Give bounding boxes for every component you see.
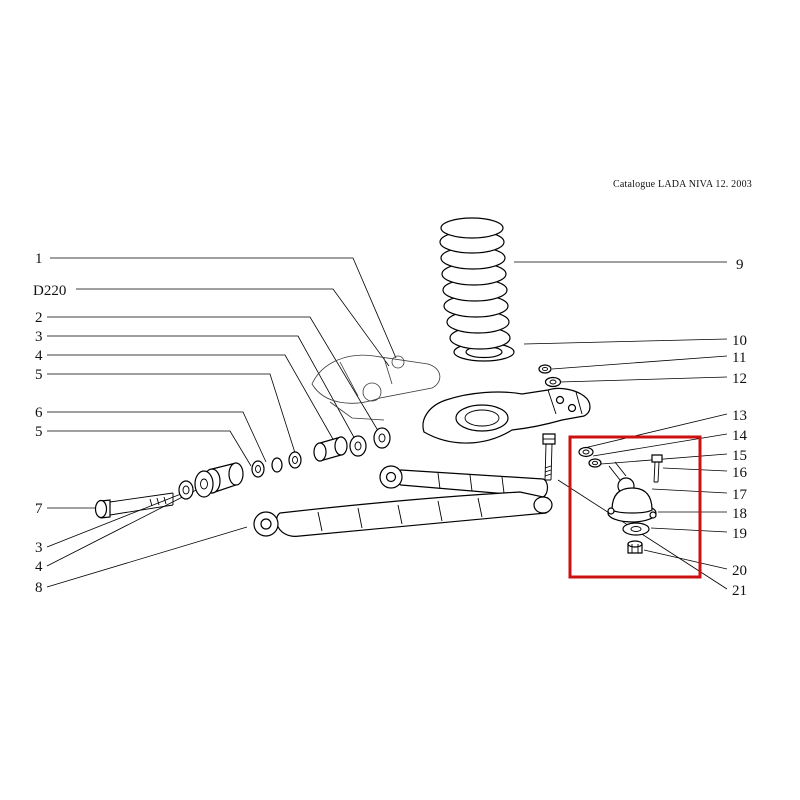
callout-17: 17 [732, 487, 747, 503]
callout-13: 13 [732, 408, 747, 424]
radius-arm-upper [379, 465, 549, 498]
callout-4b: 4 [35, 559, 43, 575]
callout-19: 19 [732, 526, 747, 542]
callout-11: 11 [732, 350, 747, 366]
callout-3b: 3 [35, 540, 43, 556]
callout-4: 4 [35, 348, 43, 364]
callout-3: 3 [35, 329, 43, 345]
callout-6: 6 [35, 405, 43, 421]
leader-lines [46, 257, 728, 590]
ball-joint-assembly [542, 433, 663, 554]
callout-7: 7 [35, 501, 43, 517]
callout-16: 16 [732, 465, 747, 481]
callout-21: 21 [732, 583, 747, 599]
callout-5b: 5 [35, 424, 43, 440]
highlight-box [568, 435, 702, 579]
callout-1: 1 [35, 251, 43, 267]
catalogue-title: Catalogue LADA NIVA 12. 2003 [612, 179, 752, 190]
callout-10: 10 [732, 333, 747, 349]
callout-12: 12 [732, 371, 747, 387]
callout-5: 5 [35, 367, 43, 383]
callout-20: 20 [732, 563, 747, 579]
callout-9: 9 [736, 257, 744, 273]
callout-15: 15 [732, 448, 747, 464]
washers-and-bushings [178, 427, 391, 500]
upper-arm-sketch [311, 354, 441, 421]
upper-nut-washer [538, 364, 562, 388]
callout-2: 2 [35, 310, 43, 326]
lower-arm [253, 491, 553, 537]
callout-18: 18 [732, 506, 747, 522]
upper-control-arm [422, 387, 591, 444]
callout-14: 14 [732, 428, 747, 444]
callout-d220: D220 [33, 283, 67, 299]
long-bolt [94, 492, 174, 519]
callout-8: 8 [35, 580, 43, 596]
coil-spring [439, 217, 511, 350]
